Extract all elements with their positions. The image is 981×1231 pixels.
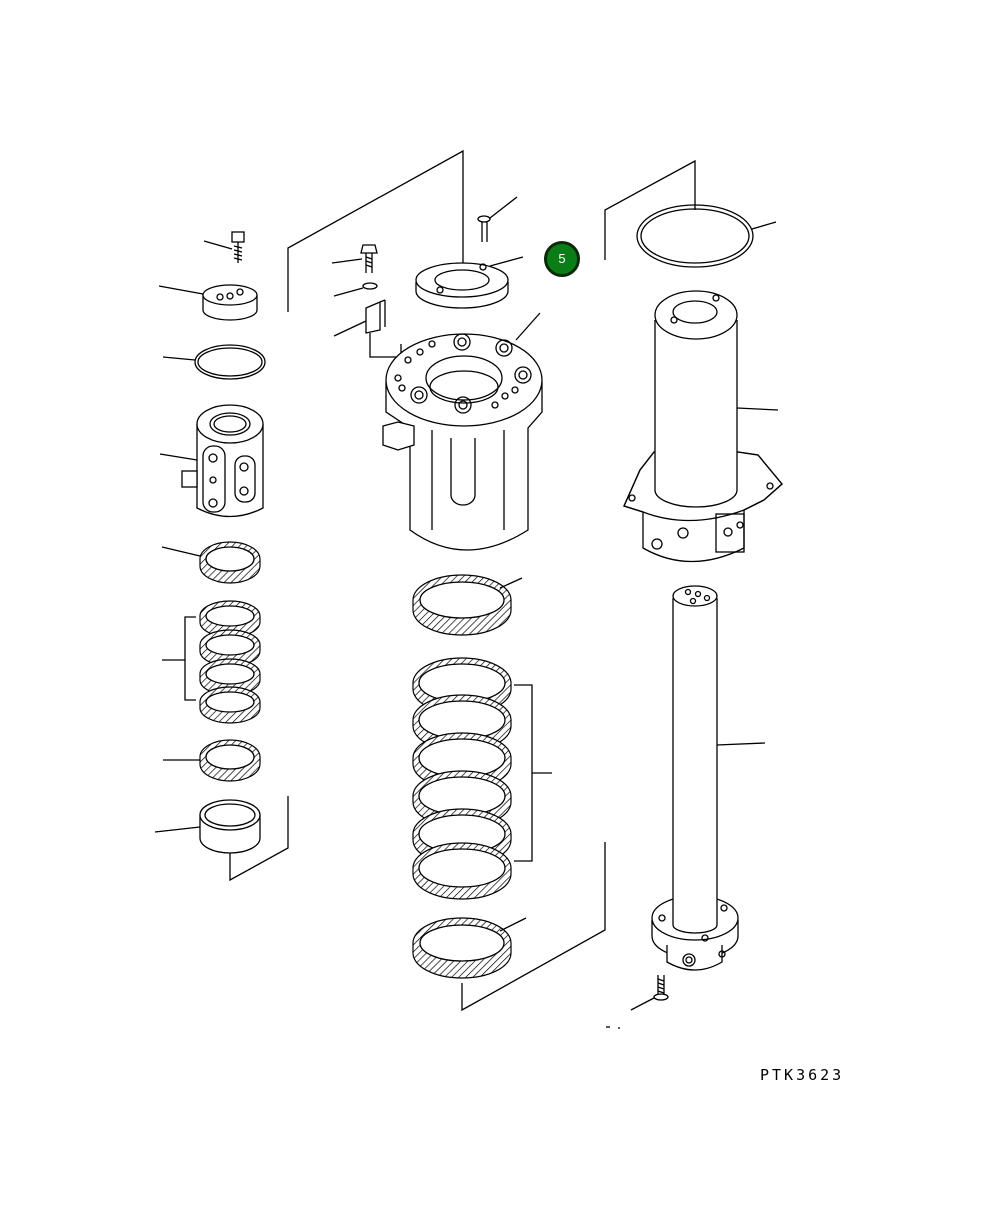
lock-plate-part: [333, 299, 402, 358]
rotor-housing-part: [382, 312, 543, 551]
socket-bolt-part: [203, 231, 245, 263]
drawing-code-label: PTK3623: [760, 1066, 845, 1084]
seal-ring-upper-center-part: [412, 574, 523, 636]
right-top-bracket: [604, 159, 696, 260]
small-screw-part: [477, 196, 518, 242]
hex-bolt-part: [331, 244, 378, 273]
seal-ring-part: [161, 541, 261, 584]
seal-ring-center-stack: [412, 657, 552, 900]
washer-part: [333, 282, 378, 297]
flat-head-bolt-part: [606, 975, 669, 1029]
cap-plate-part: [158, 284, 258, 321]
center-top-bracket: [287, 149, 464, 312]
left-assembly: [154, 231, 289, 882]
seal-ring-lower-part: [163, 739, 261, 782]
seal-ring-stack: [162, 600, 261, 724]
flange-cover-part: [415, 256, 524, 309]
seal-ring-lower-center-part: [412, 917, 527, 979]
o-ring-part: [162, 344, 266, 380]
shaft-housing-part: [623, 290, 783, 563]
right-assembly: [604, 159, 783, 1029]
left-group-bracket: [229, 796, 289, 882]
collar-part: [154, 799, 261, 854]
center-assembly: [287, 149, 606, 1012]
part-callout-badge[interactable]: 5: [544, 241, 580, 277]
rotor-shaft-part: [651, 585, 766, 971]
center-bottom-bracket: [461, 842, 606, 1012]
large-o-ring-part: [636, 204, 777, 268]
swivel-body-part: [159, 404, 264, 518]
